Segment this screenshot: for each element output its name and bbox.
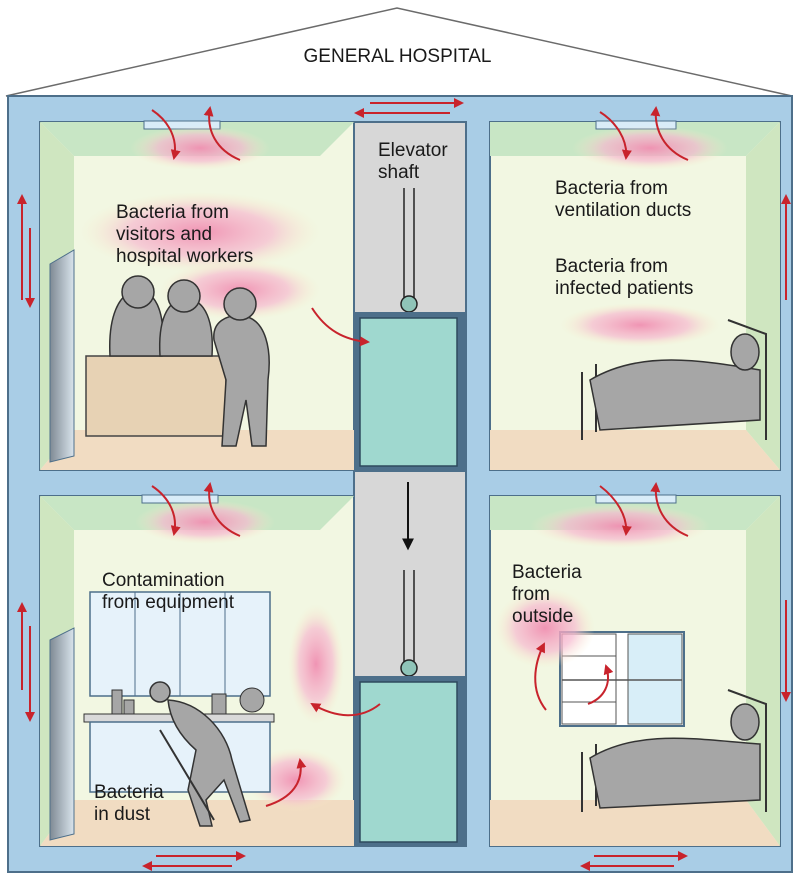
- bed-lower: [581, 689, 767, 812]
- elevator-car-upper: [354, 312, 466, 472]
- label-equipment: Contamination from equipment: [102, 570, 235, 613]
- contamination-clouds: [80, 126, 728, 812]
- label-ventilation: Bacteria from ventilation ducts: [555, 178, 692, 221]
- elevator-car-lower: [354, 676, 466, 846]
- label-outside: Bacteria from outside: [512, 562, 582, 627]
- bed-upper: [581, 319, 767, 440]
- cabinets: [83, 591, 275, 793]
- door: [49, 627, 75, 841]
- air-flow-arrows: [17, 98, 791, 871]
- label-dust: Bacteria in dust: [94, 782, 164, 825]
- label-visitors: Bacteria from visitors and hospital work…: [116, 202, 254, 267]
- cleaning-worker: [149, 681, 251, 827]
- person-silhouette: [213, 314, 270, 447]
- reception-people: [85, 275, 270, 447]
- door: [49, 249, 75, 463]
- page-title: GENERAL HOSPITAL: [303, 46, 492, 67]
- label-patients: Bacteria from infected patients: [555, 256, 694, 299]
- label-elevator-shaft: Elevator shaft: [378, 140, 448, 183]
